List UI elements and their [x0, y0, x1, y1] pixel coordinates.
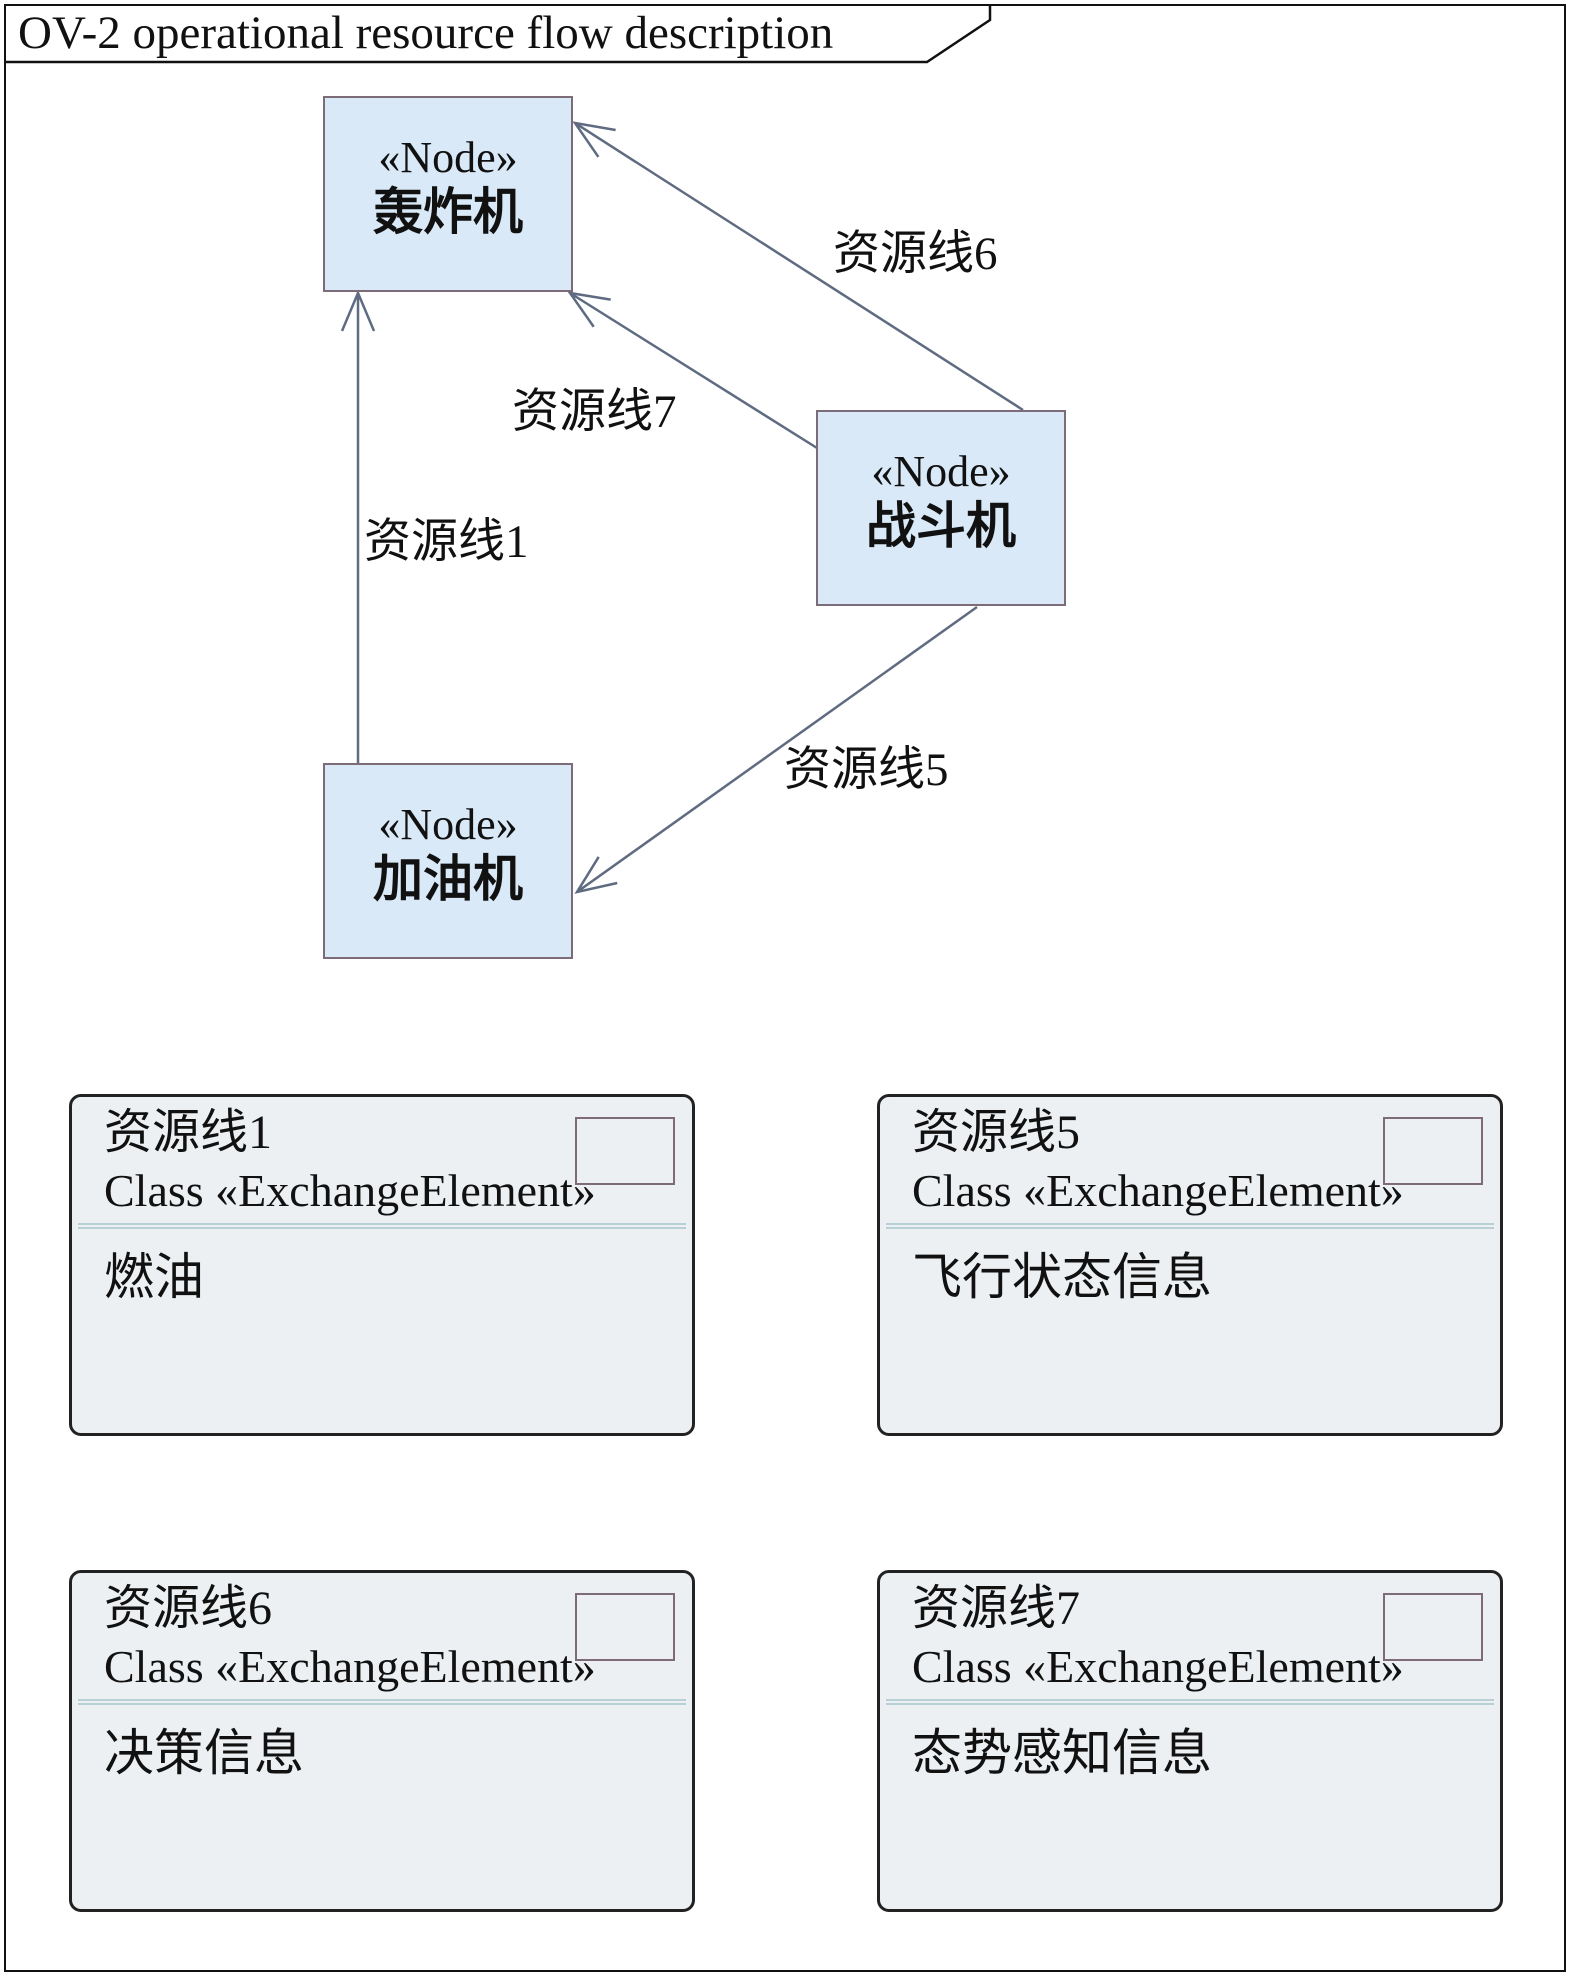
node-name: 加油机	[373, 851, 523, 907]
node-name: 轰炸机	[373, 184, 523, 240]
compartment-divider	[78, 1699, 686, 1705]
frame-title: OV-2 operational resource flow descripti…	[18, 7, 834, 59]
compartment-divider	[886, 1223, 1494, 1229]
card-title: 资源线7	[912, 1582, 1081, 1635]
card-type: Class «ExchangeElement»	[912, 1165, 1404, 1216]
compartment-divider	[78, 1223, 686, 1229]
card-content: 飞行状态信息	[912, 1249, 1212, 1305]
card-content: 决策信息	[104, 1725, 304, 1781]
edge-label-resource-line-7: 资源线7	[512, 386, 677, 438]
card-type: Class «ExchangeElement»	[104, 1641, 596, 1692]
node-fighter[interactable]: «Node» 战斗机	[816, 410, 1066, 606]
compartment-divider	[886, 1699, 1494, 1705]
card-title: 资源线6	[104, 1582, 273, 1635]
node-bomber[interactable]: «Node» 轰炸机	[323, 96, 573, 292]
exchange-element-card[interactable]: 资源线1 Class «ExchangeElement» 燃油	[69, 1094, 695, 1436]
edge-resource-line-7[interactable]	[567, 291, 818, 450]
exchange-element-card[interactable]: 资源线7 Class «ExchangeElement» 态势感知信息	[877, 1570, 1503, 1912]
exchange-element-card[interactable]: 资源线5 Class «ExchangeElement» 飞行状态信息	[877, 1094, 1503, 1436]
node-name: 战斗机	[866, 498, 1016, 554]
frame-title-tab	[4, 4, 992, 64]
card-content: 态势感知信息	[912, 1725, 1212, 1781]
card-content: 燃油	[104, 1249, 204, 1305]
class-icon	[575, 1117, 675, 1185]
class-icon	[1383, 1117, 1483, 1185]
edge-resource-line-6[interactable]	[572, 121, 1024, 412]
edge-label-resource-line-6: 资源线6	[833, 228, 998, 280]
diagram-frame	[4, 4, 1566, 1972]
node-stereotype: «Node»	[871, 447, 1011, 496]
card-type: Class «ExchangeElement»	[104, 1165, 596, 1216]
class-icon	[575, 1593, 675, 1661]
card-title: 资源线1	[104, 1106, 273, 1159]
exchange-element-card[interactable]: 资源线6 Class «ExchangeElement» 决策信息	[69, 1570, 695, 1912]
node-tanker[interactable]: «Node» 加油机	[323, 763, 573, 959]
card-type: Class «ExchangeElement»	[912, 1641, 1404, 1692]
node-stereotype: «Node»	[378, 133, 518, 182]
edge-label-resource-line-1: 资源线1	[364, 516, 529, 568]
node-stereotype: «Node»	[378, 800, 518, 849]
edge-label-resource-line-5: 资源线5	[784, 744, 949, 796]
class-icon	[1383, 1593, 1483, 1661]
edge-resource-line-5[interactable]	[574, 605, 978, 894]
card-title: 资源线5	[912, 1106, 1081, 1159]
